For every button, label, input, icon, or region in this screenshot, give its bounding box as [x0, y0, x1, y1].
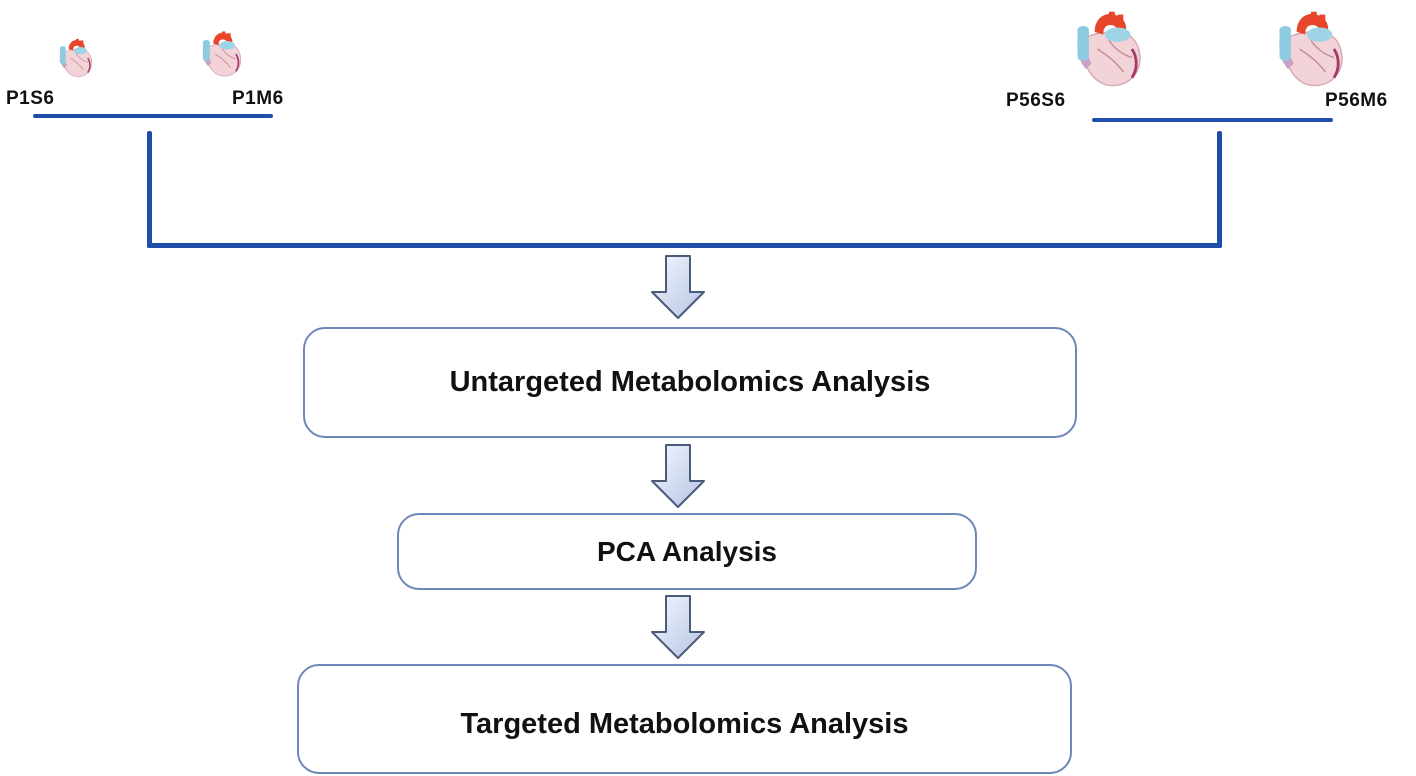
sample-label-p1s6: P1S6 [6, 88, 55, 109]
heart-icon [54, 36, 98, 80]
heart-icon [1268, 6, 1354, 92]
group2-bracket [1092, 118, 1333, 122]
sample-label-p56s6: P56S6 [1006, 90, 1066, 111]
group1-bracket [33, 114, 273, 118]
step-pca-analysis: PCA Analysis [397, 513, 977, 590]
step-label: Untargeted Metabolomics Analysis [449, 366, 931, 398]
down-arrow-icon [651, 444, 705, 508]
step-label: PCA Analysis [597, 535, 777, 567]
merge-line [147, 243, 1222, 248]
sample-label-p56m6: P56M6 [1325, 90, 1388, 111]
heart-icon [196, 28, 248, 80]
down-arrow-icon [651, 255, 705, 319]
down-arrow-icon [651, 595, 705, 659]
step-label: Targeted Metabolomics Analysis [460, 707, 909, 740]
heart-icon [1066, 6, 1152, 92]
sample-label-p1m6: P1M6 [232, 88, 284, 109]
step-untargeted-metabolomics: Untargeted Metabolomics Analysis [303, 327, 1077, 438]
group1-connector [147, 131, 152, 248]
step-targeted-metabolomics: Targeted Metabolomics Analysis [297, 664, 1072, 774]
group2-connector [1217, 131, 1222, 248]
